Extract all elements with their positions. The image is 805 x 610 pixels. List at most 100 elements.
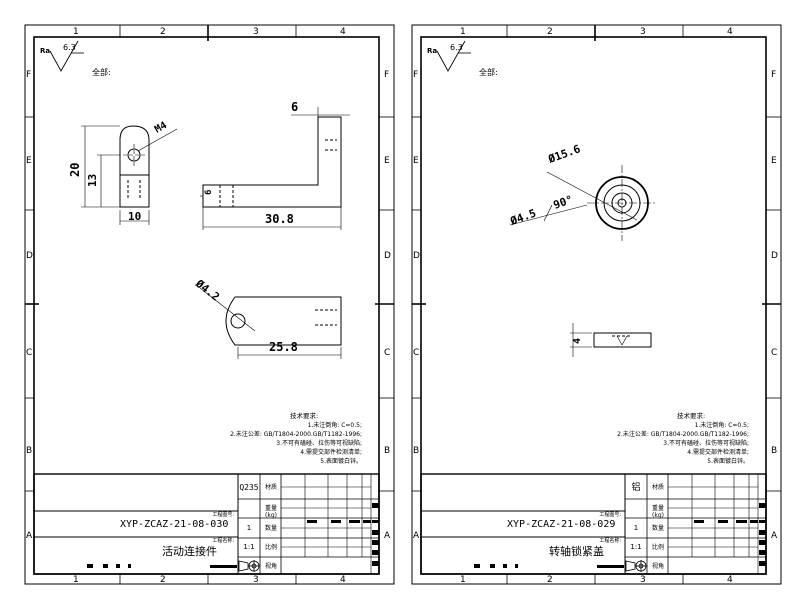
column-number: 3	[640, 27, 646, 37]
weight-label: 重量	[652, 504, 664, 512]
tech-title: 技术要求:	[677, 411, 705, 420]
roughness-ra-label: Ra	[427, 47, 437, 55]
tech-req-line: 1.未注倒角: C=0.5;	[308, 421, 362, 429]
quantity-label: 数量	[265, 524, 277, 532]
tech-req-line: 2.未注公差: GB/T1804-2000.GB/T1182-1996;	[230, 430, 362, 438]
row-letter: F	[771, 70, 776, 80]
dim-phi-15-6: Ø15.6	[546, 142, 583, 166]
row-letter: A	[771, 531, 778, 541]
tech-req-line: 5.表面镀白锌。	[320, 457, 362, 465]
view-label: 视角	[652, 562, 664, 570]
part-view-front	[119, 125, 150, 208]
quantity-value: 1	[247, 524, 251, 532]
column-number: 4	[727, 27, 733, 37]
tech-req-line: 3.不可有磕碰、拉伤等可视缺陷;	[663, 439, 749, 447]
drawing-sheet-2: 1 2 3 4 1 2 3 4 F E D C B A F E D C B A …	[411, 24, 782, 585]
drawing-name-label: 工程名称:	[212, 537, 234, 544]
dim-25-8: 25.8	[269, 340, 298, 354]
scale-label: 比例	[265, 543, 277, 551]
column-number: 3	[640, 575, 646, 585]
column-number: 1	[460, 575, 466, 585]
projection-symbol	[238, 560, 260, 572]
material-label: 材质	[265, 483, 277, 491]
sheet-outer-border	[411, 24, 782, 585]
part-name: 活动连接件	[162, 545, 217, 558]
quantity-label: 数量	[652, 524, 664, 532]
dim-6-top: 6	[291, 100, 298, 114]
column-number: 1	[460, 27, 466, 37]
row-letter: D	[771, 251, 778, 261]
row-letter: B	[384, 446, 390, 456]
row-letter: B	[413, 446, 419, 456]
column-number: 4	[340, 575, 346, 585]
weight-unit: (kg)	[652, 512, 664, 519]
sheet-outer-border	[24, 24, 395, 585]
row-letter: B	[771, 446, 777, 456]
row-letter: B	[26, 446, 32, 456]
row-letter: E	[384, 156, 390, 166]
part-view-top	[225, 296, 342, 346]
tech-req-line: 5.表面镀白锌。	[707, 457, 749, 465]
row-letter: A	[384, 531, 391, 541]
column-number: 3	[253, 575, 259, 585]
column-number: 2	[547, 575, 553, 585]
row-letter: A	[413, 531, 420, 541]
dim-4: 4	[572, 338, 583, 344]
tech-title: 技术要求:	[290, 411, 318, 420]
part-view-side	[593, 332, 652, 348]
sheet-inner-frame	[420, 36, 767, 575]
dim-10: 10	[128, 210, 141, 223]
view-label: 视角	[265, 562, 277, 570]
tech-req-line: 2.未注公差: GB/T1804-2000.GB/T1182-1996;	[617, 430, 749, 438]
row-letter: D	[413, 251, 420, 261]
column-number: 4	[340, 27, 346, 37]
dim-m4: M4	[153, 120, 169, 136]
row-letter: F	[384, 70, 389, 80]
sheet-inner-frame	[33, 36, 380, 575]
tech-req-line: 4.需提交部件检测清单;	[687, 448, 749, 456]
roughness-note: 全部:	[92, 67, 111, 77]
drawing-sheet-1: 1 2 3 4 1 2 3 4 F E D C B A F E D C B A …	[24, 24, 395, 585]
technical-requirements: 技术要求: 1.未注倒角: C=0.5; 2.未注公差: GB/T1804-20…	[617, 411, 749, 465]
drawing-number: XYP-ZCAZ-21-08-030	[120, 519, 228, 530]
part-view-top	[587, 165, 657, 241]
title-block	[33, 473, 380, 575]
dim-phi-4-5: Ø4.5	[508, 207, 538, 229]
row-letter: F	[26, 70, 31, 80]
material-label: 材质	[652, 483, 664, 491]
roughness-value: 6.3	[63, 43, 76, 52]
row-letter: E	[26, 156, 32, 166]
dim-20: 20	[68, 163, 82, 177]
column-number: 1	[73, 27, 79, 37]
column-number: 3	[253, 27, 259, 37]
part-view-side	[200, 116, 342, 208]
scale-value: 1:1	[243, 543, 254, 551]
material-value: Q235	[239, 483, 258, 492]
roughness-symbol: Ra 6.3 全部:	[40, 40, 111, 77]
tech-req-line: 4.需提交部件检测清单;	[300, 448, 362, 456]
dim-phi-4-2: Ø4.2	[192, 277, 222, 304]
title-block-fill	[474, 503, 766, 568]
column-number: 2	[547, 27, 553, 37]
drawing-number-label: 工程图号:	[212, 511, 234, 518]
row-letter: F	[413, 70, 418, 80]
scale-value: 1:1	[630, 543, 641, 551]
weight-unit: (kg)	[265, 512, 277, 519]
dim-6-side: 6	[204, 190, 214, 195]
column-number: 2	[160, 27, 166, 37]
roughness-ra-label: Ra	[40, 47, 50, 55]
projection-symbol	[625, 560, 647, 572]
column-number: 1	[73, 575, 79, 585]
row-letter: E	[771, 156, 777, 166]
dim-13: 13	[86, 174, 99, 187]
row-letter: A	[26, 531, 33, 541]
dim-30-8: 30.8	[265, 212, 294, 226]
material-value: 铝	[631, 481, 640, 493]
drawing-name-label: 工程名称:	[599, 537, 621, 544]
column-number: 4	[727, 575, 733, 585]
weight-label: 重量	[265, 504, 277, 512]
title-block-fill	[87, 503, 379, 568]
tech-req-line: 1.未注倒角: C=0.5;	[695, 421, 749, 429]
part-name: 转轴锁紧盖	[549, 544, 604, 558]
